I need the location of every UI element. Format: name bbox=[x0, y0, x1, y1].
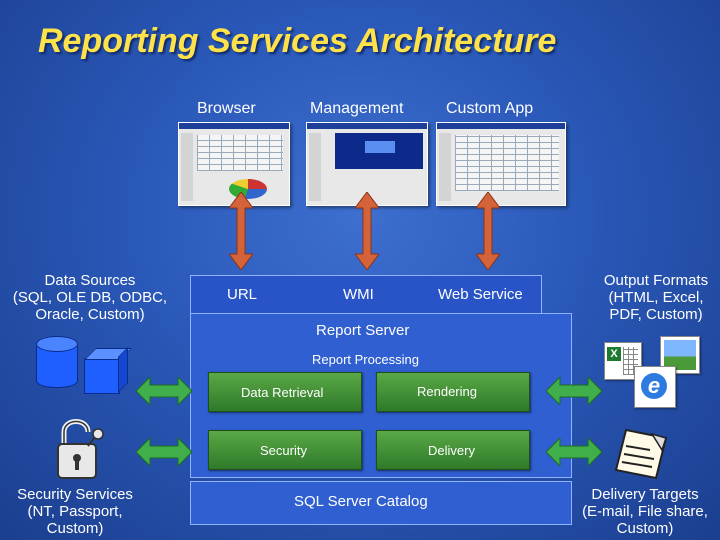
output-formats-arrow-icon bbox=[546, 377, 602, 405]
security-services-arrow-icon bbox=[136, 438, 192, 466]
management-wmi-arrow-icon bbox=[355, 192, 379, 270]
data-sources-arrow-icon bbox=[136, 377, 192, 405]
report-processing-label: Report Processing bbox=[312, 352, 419, 367]
cube-icon bbox=[84, 358, 120, 394]
delivery-targets-arrow-icon bbox=[546, 438, 602, 466]
security-box bbox=[208, 430, 362, 470]
padlock-icon bbox=[57, 419, 104, 479]
document-icon bbox=[614, 428, 668, 480]
browser-screenshot bbox=[178, 122, 290, 206]
output-formats-label: Output Formats (HTML, Excel, PDF, Custom… bbox=[603, 272, 709, 323]
rendering-box bbox=[376, 372, 530, 412]
sql-server-catalog-box bbox=[190, 481, 572, 525]
security-label: Security bbox=[260, 443, 307, 458]
interfaces-bar bbox=[190, 275, 542, 315]
delivery-targets-label: Delivery Targets (E-mail, File share, Cu… bbox=[582, 486, 708, 537]
security-services-label: Security Services (NT, Passport, Custom) bbox=[17, 486, 133, 537]
delivery-label: Delivery bbox=[428, 443, 475, 458]
pie-chart-icon bbox=[229, 179, 267, 199]
client-browser-label: Browser bbox=[197, 100, 256, 117]
customapp-webservice-arrow-icon bbox=[476, 192, 500, 270]
delivery-box bbox=[376, 430, 530, 470]
rendering-label: Rendering bbox=[417, 384, 477, 399]
report-server-label: Report Server bbox=[316, 322, 410, 339]
browser-url-arrow-icon bbox=[229, 192, 253, 270]
custom-app-screenshot bbox=[436, 122, 566, 206]
data-retrieval-label: Data Retrieval bbox=[241, 385, 324, 400]
web-service-label: Web Service bbox=[438, 286, 523, 303]
wmi-label: WMI bbox=[343, 286, 374, 303]
page-title: Reporting Services Architecture bbox=[38, 22, 557, 60]
data-sources-label: Data Sources (SQL, OLE DB, ODBC, Oracle,… bbox=[12, 272, 168, 323]
data-retrieval-box bbox=[208, 372, 362, 412]
url-label: URL bbox=[227, 286, 258, 303]
catalog-label: SQL Server Catalog bbox=[294, 493, 428, 510]
browser-icon: e bbox=[634, 366, 676, 408]
client-custom-app-label: Custom App bbox=[446, 100, 534, 117]
client-management-label: Management bbox=[310, 100, 404, 117]
